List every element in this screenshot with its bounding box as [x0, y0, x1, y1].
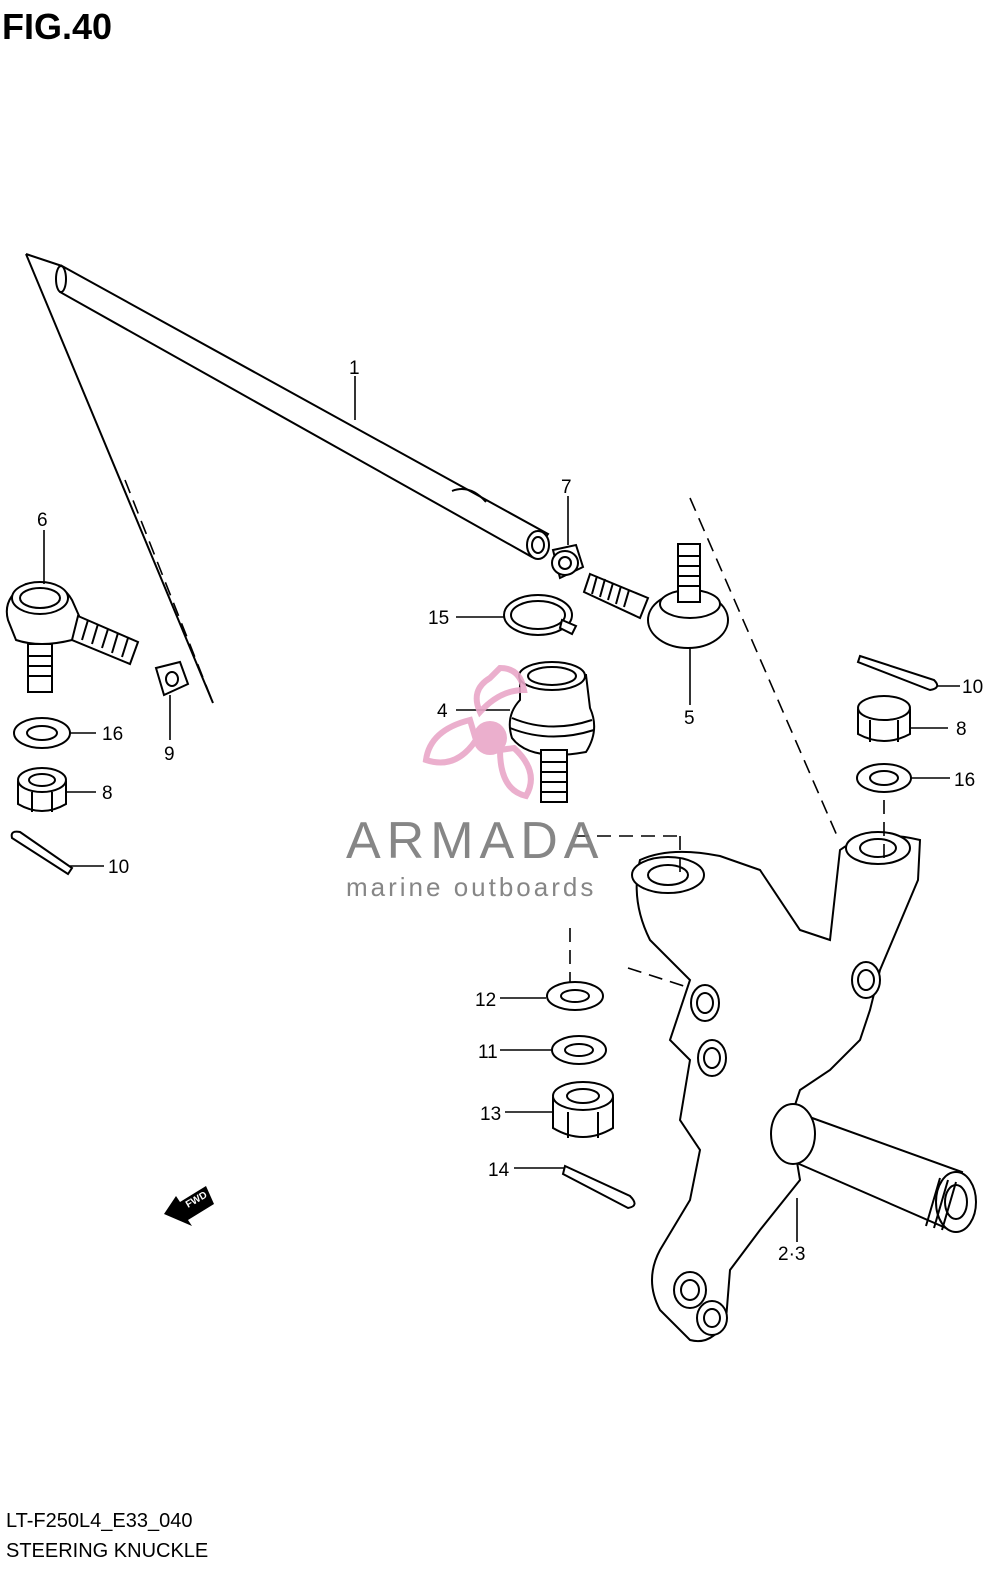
forward-direction-arrow: FWD — [164, 1186, 214, 1226]
tie-rod — [55, 264, 550, 560]
callout-7: 7 — [561, 477, 572, 498]
washer-right — [856, 763, 912, 793]
castle-nut-left — [17, 767, 67, 812]
cotter-pin-right — [856, 654, 939, 692]
castle-nut-right — [857, 695, 911, 742]
lock-nut — [551, 543, 585, 580]
callout-12: 12 — [475, 990, 496, 1011]
callout-2-3: 2·3 — [778, 1244, 805, 1265]
cotter-pin-left — [10, 830, 74, 876]
cotter-pin-14 — [561, 1164, 636, 1210]
callout-10-right: 10 — [962, 677, 983, 698]
figure-name: STEERING KNUCKLE — [6, 1540, 209, 1562]
callout-5: 5 — [684, 708, 695, 729]
lock-nut-left — [154, 660, 190, 697]
callout-9: 9 — [164, 744, 175, 765]
figure-code: LT-F250L4_E33_040 — [6, 1510, 193, 1532]
watermark-brand: ARMADA — [346, 812, 604, 870]
tie-rod-frame-lines — [25, 253, 214, 704]
steering-knuckle — [631, 831, 977, 1342]
watermark-tagline: marine outboards — [346, 872, 596, 902]
tie-rod-end-left — [5, 581, 140, 693]
tie-rod-end-right — [582, 543, 729, 649]
callout-16-left: 16 — [102, 724, 123, 745]
washer-12 — [546, 981, 604, 1011]
callout-1: 1 — [349, 358, 360, 379]
callout-10-left: 10 — [108, 857, 129, 878]
callout-11: 11 — [478, 1042, 498, 1063]
callout-6: 6 — [37, 510, 48, 531]
callout-15: 15 — [428, 608, 449, 629]
figure-title: FIG.40 — [2, 6, 113, 47]
snap-ring — [503, 594, 578, 636]
armada-watermark: ARMADA marine outboards — [346, 664, 604, 902]
washer-11 — [551, 1035, 607, 1065]
propeller-logo-icon — [422, 664, 534, 800]
callout-4: 4 — [437, 701, 448, 722]
callout-labels: 1 7 6 15 4 5 9 16 8 10 10 8 16 12 11 13 … — [37, 358, 983, 1265]
leader-lines — [43, 376, 960, 1242]
callout-13: 13 — [480, 1104, 501, 1125]
callout-14: 14 — [488, 1160, 510, 1181]
castle-nut-13 — [552, 1081, 614, 1138]
callout-8-right: 8 — [956, 719, 967, 740]
callout-8-left: 8 — [102, 783, 113, 804]
callout-16-right: 16 — [954, 770, 975, 791]
washer-left — [13, 717, 71, 749]
alignment-lines — [124, 479, 885, 989]
